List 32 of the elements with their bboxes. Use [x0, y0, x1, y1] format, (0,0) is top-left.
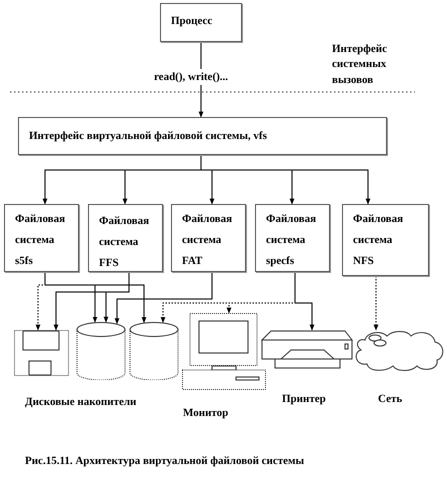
figure-caption: Рис.15.11. Архитектура виртуальной файловой системы [25, 455, 304, 467]
file-system-box [4, 204, 79, 272]
box-label: Интерфейс виртуальной файловой системы, vfs [29, 129, 268, 144]
disk-drive-drawing [76, 322, 126, 380]
arrow [294, 272, 314, 331]
box-label: Файловая система NFS [353, 212, 404, 269]
vfs-interface-box [18, 117, 387, 155]
file-system-box [88, 204, 163, 272]
arrow [200, 154, 370, 205]
device-label: Дисковые накопители [25, 396, 136, 408]
computer-monitor-drawing [182, 313, 266, 390]
floppy-disk-drawing [14, 330, 69, 376]
process-box [160, 3, 242, 42]
printer-drawing [261, 330, 353, 369]
box-label: Процесс [171, 14, 214, 29]
section-label: Интерфейс системных вызовов [332, 42, 388, 88]
device-label: Сеть [378, 393, 402, 405]
arrow [44, 272, 146, 324]
arrow [104, 272, 130, 323]
device-label: Монитор [183, 407, 228, 419]
arrow [114, 272, 212, 324]
device-label: Принтер [282, 393, 326, 405]
arrow [374, 276, 378, 331]
disk-drive-drawing [129, 322, 179, 380]
file-system-box [171, 204, 246, 272]
box-label: Файловая система s5fs [15, 212, 66, 269]
file-system-box [342, 204, 429, 276]
box-label: Файловая система specfs [266, 212, 318, 269]
box-label: Файловая система FAT [182, 212, 234, 269]
file-system-box [255, 204, 330, 272]
box-label: Файловая система FFS [99, 214, 150, 271]
cloud-drawing [353, 330, 445, 372]
